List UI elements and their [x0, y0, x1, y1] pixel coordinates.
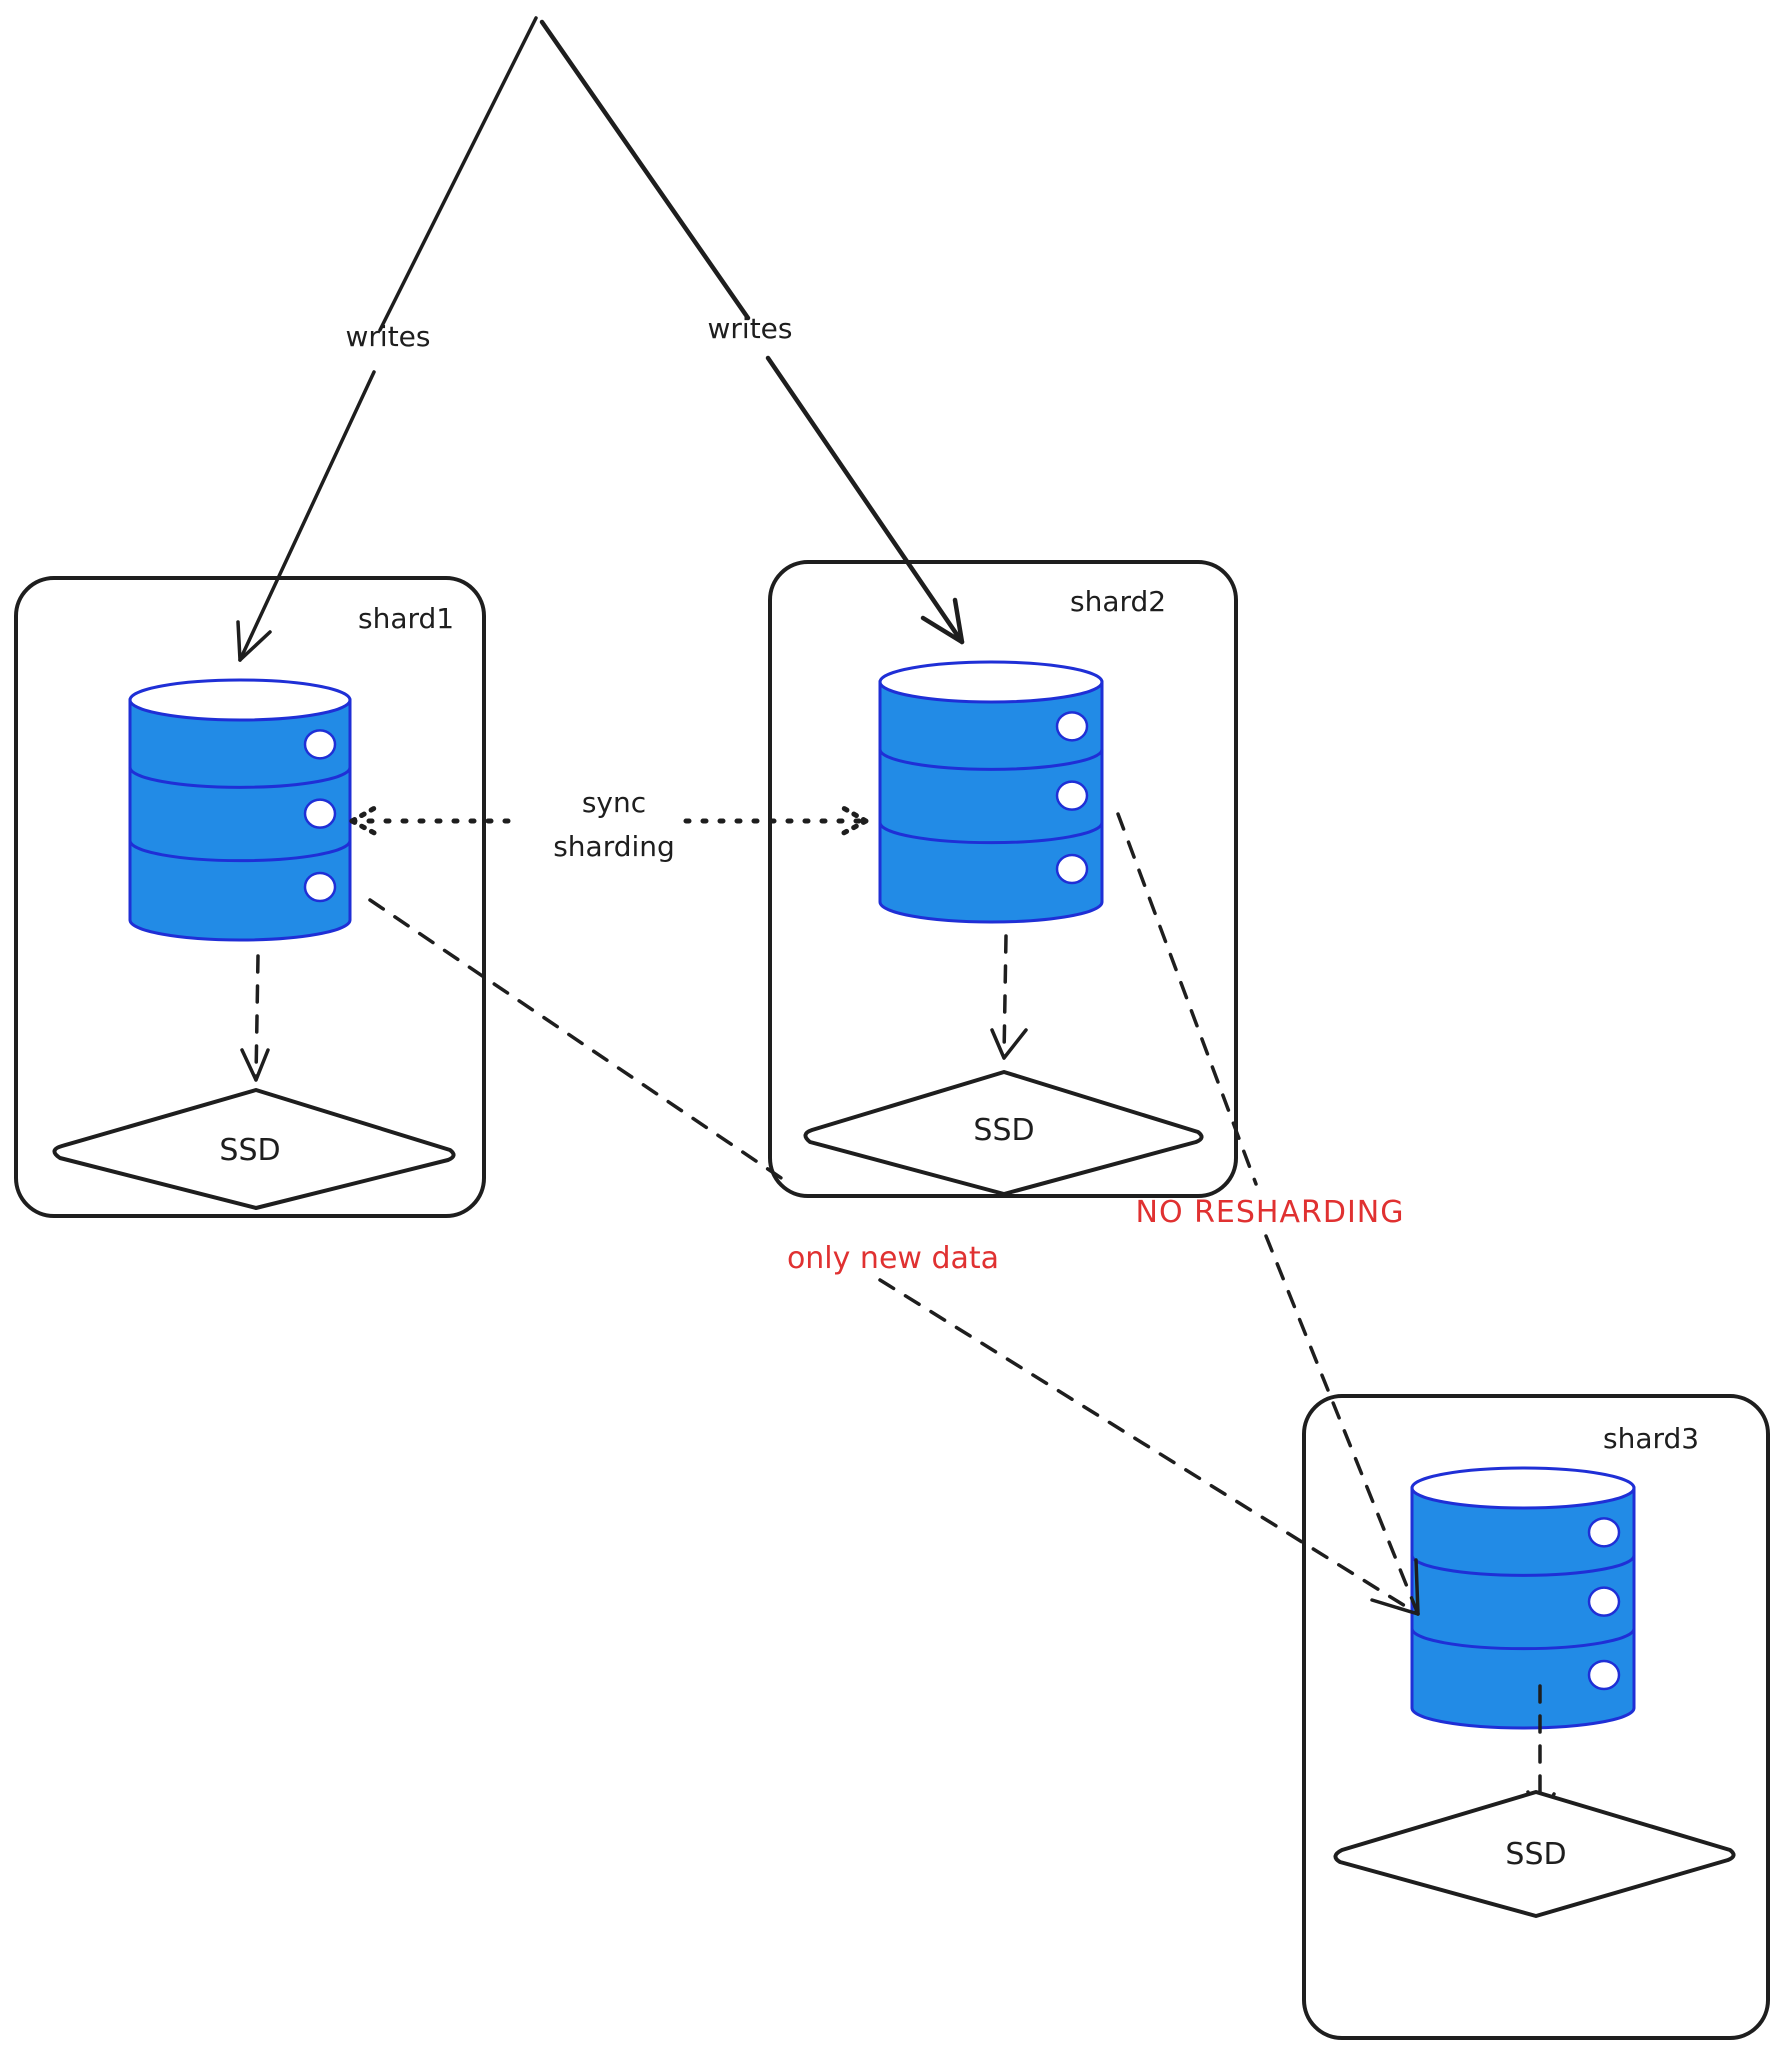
status-light-icon	[303, 871, 337, 903]
status-light-icon	[303, 729, 337, 760]
database-top	[128, 678, 352, 722]
shard2-label: shard2	[1070, 585, 1166, 618]
status-light-icon	[1055, 780, 1089, 811]
database-top	[878, 660, 1104, 704]
status-light-icon	[1587, 1517, 1621, 1548]
shard1-container[interactable]	[14, 576, 486, 1218]
shard3-container[interactable]	[1302, 1394, 1770, 2040]
arrowhead-icon	[349, 802, 383, 839]
db1-to-ssd-edge	[254, 954, 260, 1080]
status-light-icon	[303, 798, 337, 829]
database-band	[1410, 1555, 1636, 1577]
shard3-database[interactable]	[1410, 1466, 1636, 1730]
database-band	[878, 749, 1104, 771]
sync-label-line2: sharding	[553, 830, 675, 863]
arrowhead-icon	[835, 802, 869, 839]
shard2-database[interactable]	[878, 660, 1104, 924]
writes-right-edge-lower	[765, 355, 965, 645]
shard1-ssd-label: SSD	[219, 1133, 280, 1168]
shard2-ssd-label: SSD	[973, 1113, 1034, 1148]
shard2-container[interactable]	[768, 560, 1238, 1198]
shard3-ssd-label: SSD	[1505, 1837, 1566, 1872]
writes-left-edge-lower	[238, 370, 376, 662]
arrowhead-icon	[920, 597, 965, 645]
arrowhead-icon	[1370, 1558, 1420, 1616]
shard3-label: shard3	[1603, 1422, 1699, 1455]
database-band	[128, 840, 352, 863]
only-new-data-label: only new data	[787, 1241, 999, 1276]
database-body	[128, 698, 352, 942]
only-new-data-edge-lower	[878, 1278, 1420, 1616]
db2-to-ssd-edge	[1002, 934, 1008, 1058]
arrowhead-icon	[236, 620, 272, 662]
writes-right-label: writes	[708, 312, 793, 345]
shard2-ssd[interactable]	[803, 1070, 1204, 1196]
only-new-data-edge-upper	[368, 898, 792, 1186]
database-band	[878, 822, 1104, 845]
status-light-icon	[1587, 1659, 1621, 1691]
shard1-ssd[interactable]	[52, 1088, 456, 1210]
arrowhead-icon	[990, 1028, 1028, 1060]
status-light-icon	[1587, 1586, 1621, 1617]
status-light-icon	[1055, 853, 1089, 885]
database-band	[128, 767, 352, 789]
database-top	[1410, 1466, 1636, 1510]
shard1-label: shard1	[358, 602, 454, 635]
database-body	[1410, 1486, 1636, 1730]
no-resharding-label: NO RESHARDING	[1136, 1195, 1405, 1230]
no-resharding-edge-lower	[1264, 1234, 1420, 1616]
status-light-icon	[1055, 711, 1089, 742]
writes-left-label: writes	[346, 320, 431, 353]
database-band	[1410, 1628, 1636, 1651]
writes-left-edge-upper	[378, 16, 538, 332]
arrowhead-icon	[240, 1048, 270, 1082]
writes-right-edge-upper	[539, 19, 751, 321]
database-body	[878, 680, 1104, 924]
shard1-database[interactable]	[128, 678, 352, 942]
no-resharding-edge-upper	[1116, 812, 1258, 1186]
shard3-ssd[interactable]	[1333, 1790, 1736, 1918]
sync-label-line1: sync	[582, 786, 646, 819]
